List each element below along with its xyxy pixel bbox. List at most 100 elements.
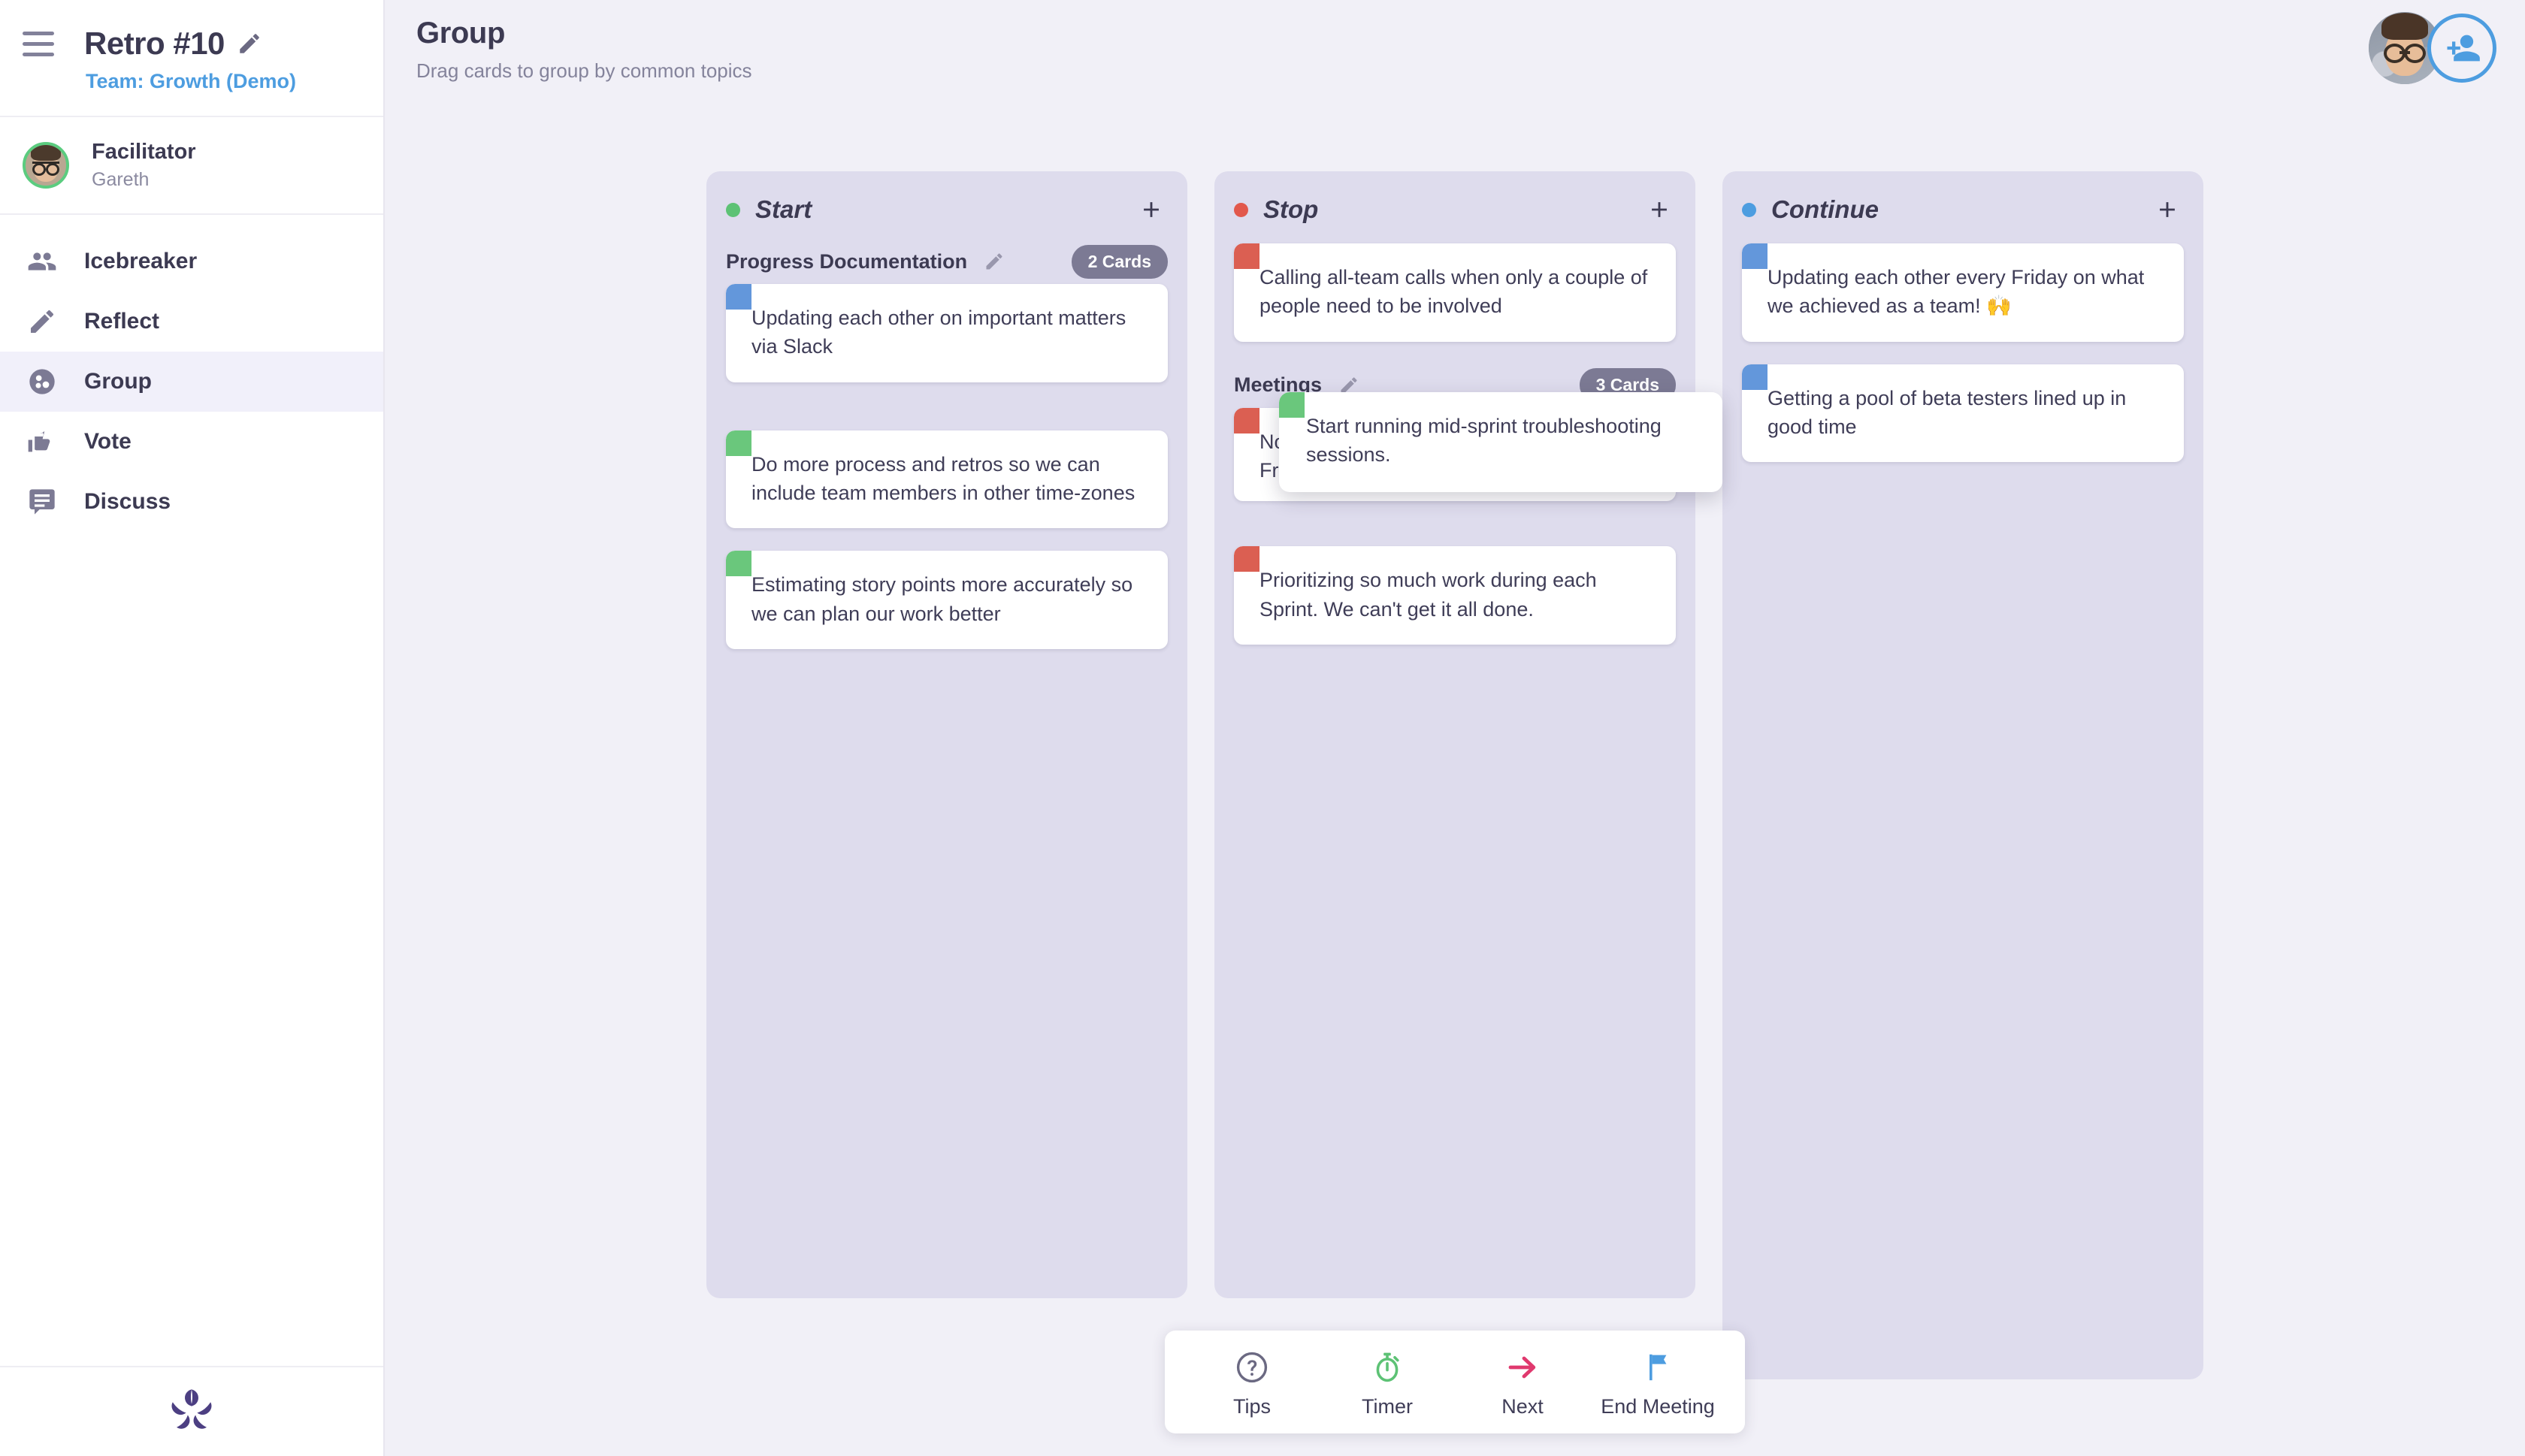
arrow-right-icon — [1504, 1347, 1541, 1388]
card-text: Calling all-team calls when only a coupl… — [1259, 266, 1648, 318]
facilitator-row: Facilitator Gareth — [0, 117, 383, 215]
end-meeting-button[interactable]: End Meeting — [1590, 1347, 1725, 1418]
facilitator-text: Facilitator Gareth — [92, 140, 196, 191]
hamburger-icon[interactable] — [23, 29, 62, 59]
timer-button[interactable]: Timer — [1320, 1347, 1455, 1418]
group-bubbles-icon — [23, 367, 62, 397]
sidebar-item-label: Reflect — [84, 309, 160, 334]
column-status-dot — [1742, 202, 1756, 217]
sidebar-item-vote[interactable]: Vote — [0, 412, 383, 472]
dragged-card[interactable]: Start running mid-sprint troubleshooting… — [1279, 392, 1722, 492]
section-subtitle: Drag cards to group by common topics — [416, 59, 752, 82]
tool-label: Next — [1501, 1395, 1544, 1418]
card-text: Estimating story points more accurately … — [751, 573, 1133, 625]
members-bar — [2369, 12, 2496, 84]
card-text: Prioritizing so much work during each Sp… — [1259, 569, 1597, 621]
pencil-icon[interactable] — [984, 251, 1005, 272]
add-person-icon[interactable] — [2427, 14, 2496, 83]
card-text: Updating each other on important matters… — [751, 307, 1126, 358]
sidebar-item-group[interactable]: Group — [0, 352, 383, 412]
tool-label: End Meeting — [1601, 1395, 1715, 1418]
tool-label: Timer — [1362, 1395, 1413, 1418]
flag-icon — [1640, 1347, 1676, 1388]
sidebar-item-label: Vote — [84, 429, 132, 454]
card-text: Start running mid-sprint troubleshooting… — [1306, 415, 1662, 467]
reflection-card[interactable]: Updating each other every Friday on what… — [1742, 243, 2184, 342]
card-stack-layer — [1249, 499, 1661, 519]
next-button[interactable]: Next — [1455, 1347, 1590, 1418]
parabol-logo — [0, 1366, 383, 1456]
card-text: Updating each other every Friday on what… — [1768, 266, 2145, 318]
group-header: Progress Documentation 2 Cards — [726, 243, 1168, 279]
group-title[interactable]: Progress Documentation — [726, 249, 968, 273]
main-area: Group Drag cards to group by common topi… — [385, 0, 2525, 1456]
question-circle-icon — [1234, 1347, 1270, 1388]
reflection-card[interactable]: Prioritizing so much work during each Sp… — [1234, 546, 1676, 645]
card-corner-icon — [1279, 392, 1305, 418]
pencil-icon — [23, 307, 62, 337]
stopwatch-icon — [1369, 1347, 1405, 1388]
sidebar: Retro #10 Team: Growth (Demo) Facilitato… — [0, 0, 385, 1456]
tool-label: Tips — [1232, 1395, 1271, 1418]
tips-button[interactable]: Tips — [1184, 1347, 1320, 1418]
card-stack: Getting a pool of beta testers lined up … — [1742, 364, 2184, 463]
column-continue: Continue Updating each other every Frida… — [1722, 171, 2203, 1379]
card-stack: Updating each other on important matters… — [726, 284, 1168, 391]
pencil-icon[interactable] — [1338, 375, 1359, 396]
card-corner-icon — [726, 551, 751, 577]
sidebar-item-label: Icebreaker — [84, 249, 198, 273]
plus-icon[interactable] — [1135, 193, 1168, 226]
meeting-toolbar: Tips Timer — [1165, 1331, 1745, 1433]
plus-icon[interactable] — [2151, 193, 2184, 226]
retro-board: Start Progress Documentation 2 Cards — [706, 171, 2203, 1379]
card-count-badge: 2 Cards — [1071, 244, 1168, 279]
sidebar-header: Retro #10 Team: Growth (Demo) — [0, 0, 383, 117]
card-corner-icon — [726, 430, 751, 456]
facilitator-role: Facilitator — [92, 140, 196, 164]
sidebar-item-discuss[interactable]: Discuss — [0, 472, 383, 532]
reflection-card[interactable]: Calling all-team calls when only a coupl… — [1234, 243, 1676, 342]
reflection-card[interactable]: Do more process and retros so we can inc… — [726, 430, 1168, 529]
column-stop: Stop Calling all-team calls when only a … — [1214, 171, 1695, 1298]
page-title: Retro #10 — [84, 26, 225, 61]
card-stack: Do more process and retros so we can inc… — [726, 430, 1168, 529]
reflection-card[interactable]: Estimating story points more accurately … — [726, 551, 1168, 649]
column-title: Start — [755, 195, 812, 223]
plus-icon[interactable] — [1643, 193, 1676, 226]
column-title: Stop — [1263, 195, 1319, 223]
facilitator-name: Gareth — [92, 169, 150, 190]
card-corner-icon — [726, 284, 751, 310]
section-title: Group — [416, 17, 505, 50]
column-title: Continue — [1771, 195, 1879, 223]
sidebar-item-label: Group — [84, 369, 152, 394]
card-text: Getting a pool of beta testers lined up … — [1768, 386, 2127, 438]
sidebar-nav: Icebreaker Reflect Group — [0, 215, 383, 1366]
chat-icon — [23, 487, 62, 517]
facilitator-avatar — [23, 142, 69, 189]
pencil-icon[interactable] — [237, 31, 262, 56]
reflection-card[interactable]: Getting a pool of beta testers lined up … — [1742, 364, 2184, 463]
card-text: Do more process and retros so we can inc… — [751, 452, 1135, 504]
card-stack: Prioritizing so much work during each Sp… — [1234, 546, 1676, 645]
reflection-card[interactable]: Updating each other on important matters… — [726, 284, 1168, 382]
column-status-dot — [1234, 202, 1248, 217]
column-status-dot — [726, 202, 740, 217]
thumbs-icon — [23, 427, 62, 457]
sidebar-item-icebreaker[interactable]: Icebreaker — [0, 231, 383, 292]
card-corner-icon — [1234, 407, 1259, 433]
card-stack: Estimating story points more accurately … — [726, 551, 1168, 649]
sidebar-item-reflect[interactable]: Reflect — [0, 292, 383, 352]
page-header: Group Drag cards to group by common topi… — [385, 0, 2525, 83]
sidebar-title-row: Retro #10 — [0, 26, 383, 62]
card-stack: Updating each other every Friday on what… — [1742, 243, 2184, 342]
card-corner-icon — [1234, 243, 1259, 269]
sidebar-item-label: Discuss — [84, 489, 171, 514]
group-item: Progress Documentation 2 Cards Updating … — [726, 243, 1168, 391]
card-corner-icon — [1234, 546, 1259, 572]
people-icon — [23, 246, 62, 276]
column-header: Stop — [1234, 189, 1676, 230]
card-corner-icon — [1742, 243, 1768, 269]
card-corner-icon — [1742, 364, 1768, 390]
team-link[interactable]: Team: Growth (Demo) — [86, 70, 297, 92]
